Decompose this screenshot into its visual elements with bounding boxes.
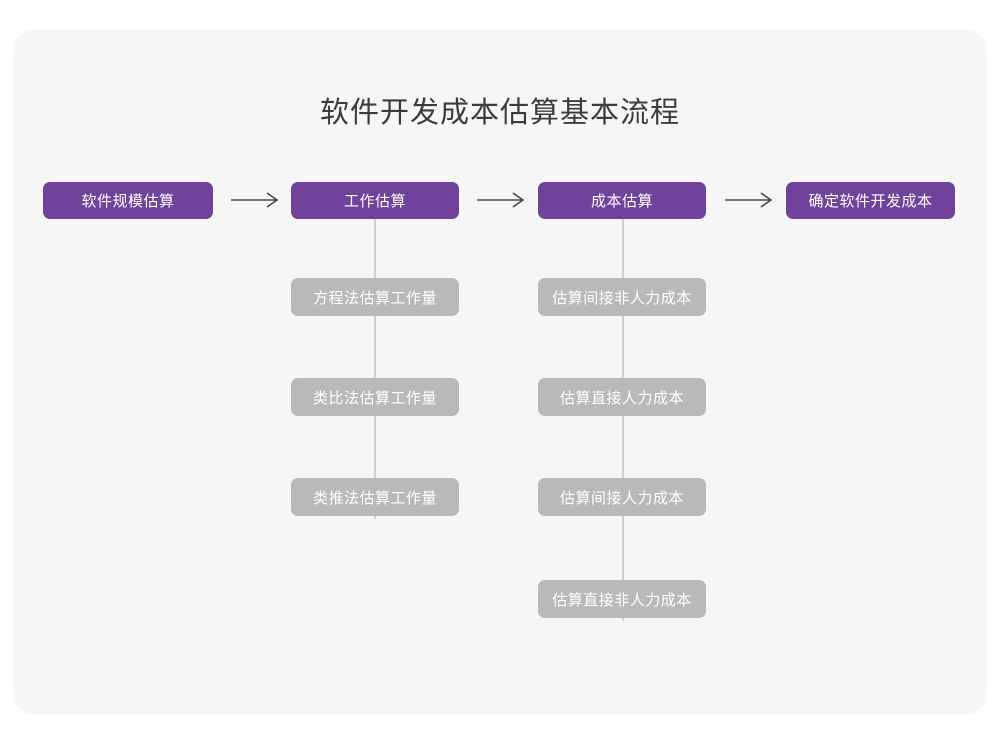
- substep-node-stage2-2[interactable]: 类比法估算工作量: [291, 378, 459, 416]
- connector-line-stage3: [622, 219, 624, 621]
- stage-arrow-3: [722, 187, 777, 213]
- substep-node-stage3-1[interactable]: 估算间接非人力成本: [538, 278, 706, 316]
- substep-node-stage3-3[interactable]: 估算间接人力成本: [538, 478, 706, 516]
- stage-node-2[interactable]: 工作估算: [291, 182, 459, 219]
- substep-node-stage2-1[interactable]: 方程法估算工作量: [291, 278, 459, 316]
- stage-node-3[interactable]: 成本估算: [538, 182, 706, 219]
- substep-node-stage3-2[interactable]: 估算直接人力成本: [538, 378, 706, 416]
- stage-arrow-2: [474, 187, 529, 213]
- page-title: 软件开发成本估算基本流程: [319, 97, 680, 129]
- stage-arrow-1: [228, 187, 283, 213]
- substep-node-stage3-4[interactable]: 估算直接非人力成本: [538, 580, 706, 618]
- diagram-card: [13, 30, 987, 714]
- connector-line-stage2: [374, 219, 376, 519]
- substep-node-stage2-3[interactable]: 类推法估算工作量: [291, 478, 459, 516]
- stage-node-4[interactable]: 确定软件开发成本: [786, 182, 955, 219]
- stage-node-1[interactable]: 软件规模估算: [43, 182, 213, 219]
